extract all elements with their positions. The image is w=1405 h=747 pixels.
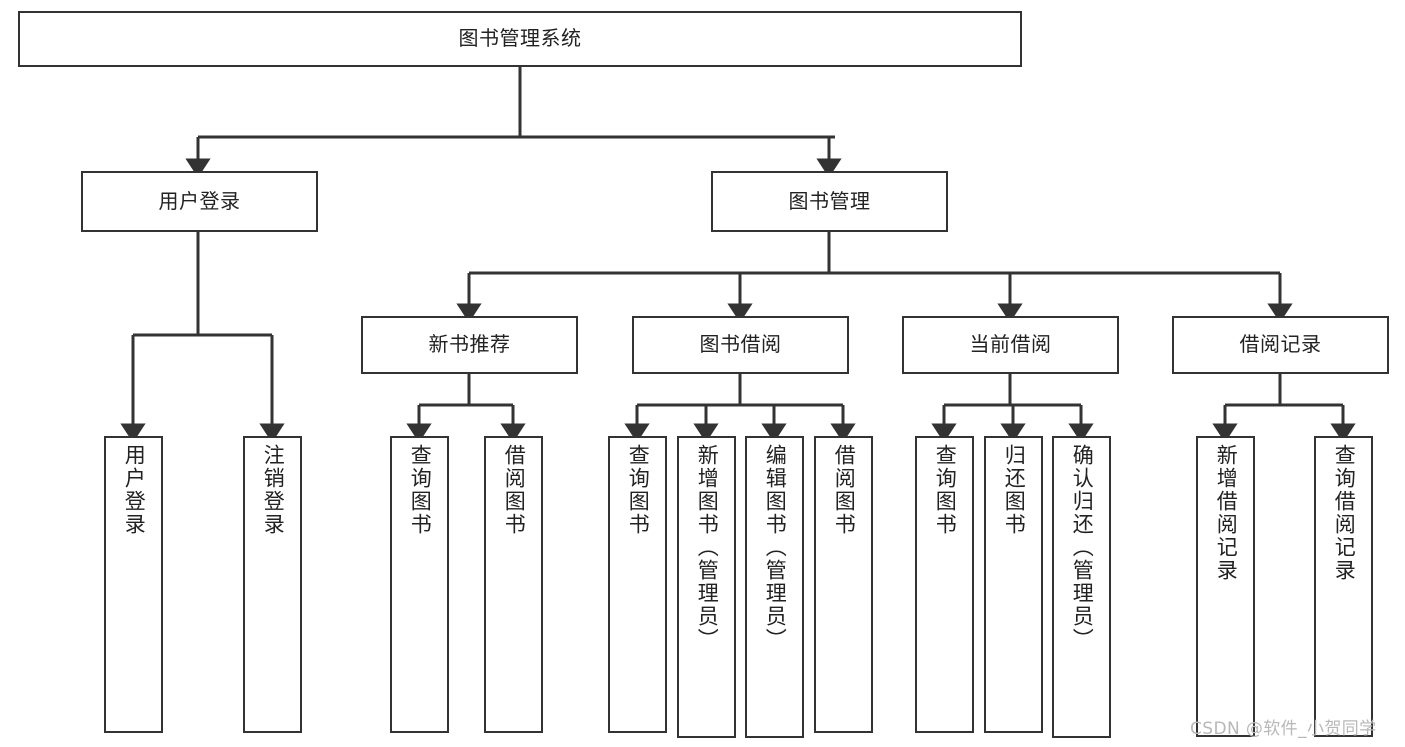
leaf-user-login-label: 用户登录 <box>122 444 147 536</box>
leaf-logout-label: 注销登录 <box>261 444 286 536</box>
leaf-br-query-record[interactable]: 查询借阅记录 <box>1314 436 1373 737</box>
leaf-cb-confirm-return[interactable]: 确认归还（管理员） <box>1052 436 1111 738</box>
leaf-cb-return-book[interactable]: 归还图书 <box>984 436 1043 733</box>
leaf-cb-return-book-label: 归还图书 <box>1002 444 1027 536</box>
leaf-br-add-record[interactable]: 新增借阅记录 <box>1196 436 1255 737</box>
node-book-management-label: 图书管理 <box>788 188 871 213</box>
node-new-book-recommend[interactable]: 新书推荐 <box>361 316 578 374</box>
node-root[interactable]: 图书管理系统 <box>18 11 1022 67</box>
leaf-bb-add-book[interactable]: 新增图书（管理员） <box>677 436 736 738</box>
leaf-bb-borrow-book[interactable]: 借阅图书 <box>814 436 873 733</box>
leaf-bb-edit-book[interactable]: 编辑图书（管理员） <box>745 436 804 738</box>
node-current-borrow[interactable]: 当前借阅 <box>902 316 1119 374</box>
leaf-bb-borrow-book-label: 借阅图书 <box>832 444 857 536</box>
leaf-br-add-record-label: 新增借阅记录 <box>1214 444 1239 582</box>
node-book-borrow[interactable]: 图书借阅 <box>632 316 849 374</box>
leaf-nb-borrow-book-label: 借阅图书 <box>502 444 527 536</box>
node-book-borrow-label: 图书借阅 <box>699 332 782 357</box>
node-user-login[interactable]: 用户登录 <box>81 171 318 232</box>
leaf-logout[interactable]: 注销登录 <box>243 436 302 733</box>
node-book-management[interactable]: 图书管理 <box>711 171 948 232</box>
leaf-user-login[interactable]: 用户登录 <box>104 436 163 733</box>
leaf-cb-query-book[interactable]: 查询图书 <box>915 436 974 733</box>
leaf-br-query-record-label: 查询借阅记录 <box>1332 444 1357 582</box>
leaf-nb-query-book-label: 查询图书 <box>408 444 433 536</box>
node-new-book-recommend-label: 新书推荐 <box>428 332 511 357</box>
watermark-text: CSDN @软件_小贺同学 <box>1190 719 1377 739</box>
leaf-nb-borrow-book[interactable]: 借阅图书 <box>484 436 543 733</box>
leaf-nb-query-book[interactable]: 查询图书 <box>390 436 449 733</box>
leaf-bb-add-book-label: 新增图书（管理员） <box>695 444 720 651</box>
leaf-cb-confirm-return-label: 确认归还（管理员） <box>1070 444 1095 651</box>
node-user-login-label: 用户登录 <box>158 188 241 213</box>
node-borrow-record-label: 借阅记录 <box>1239 332 1322 357</box>
leaf-cb-query-book-label: 查询图书 <box>933 444 958 536</box>
node-current-borrow-label: 当前借阅 <box>969 332 1052 357</box>
leaf-bb-query-book[interactable]: 查询图书 <box>608 436 667 733</box>
node-root-label: 图书管理系统 <box>458 26 582 51</box>
node-borrow-record[interactable]: 借阅记录 <box>1172 316 1389 374</box>
leaf-bb-edit-book-label: 编辑图书（管理员） <box>763 444 788 651</box>
leaf-bb-query-book-label: 查询图书 <box>626 444 651 536</box>
